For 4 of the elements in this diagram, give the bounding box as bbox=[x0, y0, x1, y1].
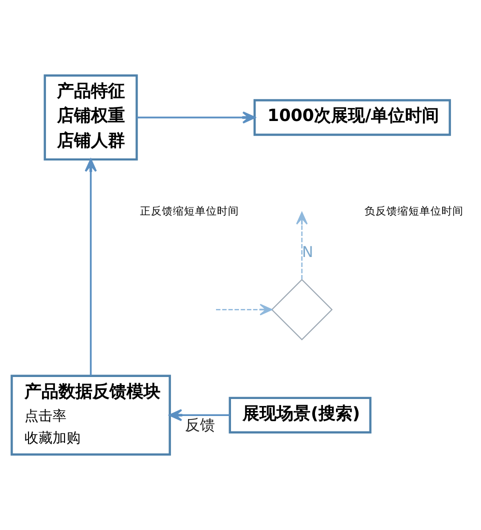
label: 负反馈缩短单位时间 bbox=[364, 205, 464, 218]
edge-label: 反馈 bbox=[184, 416, 215, 434]
edge-label: N bbox=[302, 243, 314, 262]
label: 正反馈缩短单位时间 bbox=[140, 205, 240, 218]
